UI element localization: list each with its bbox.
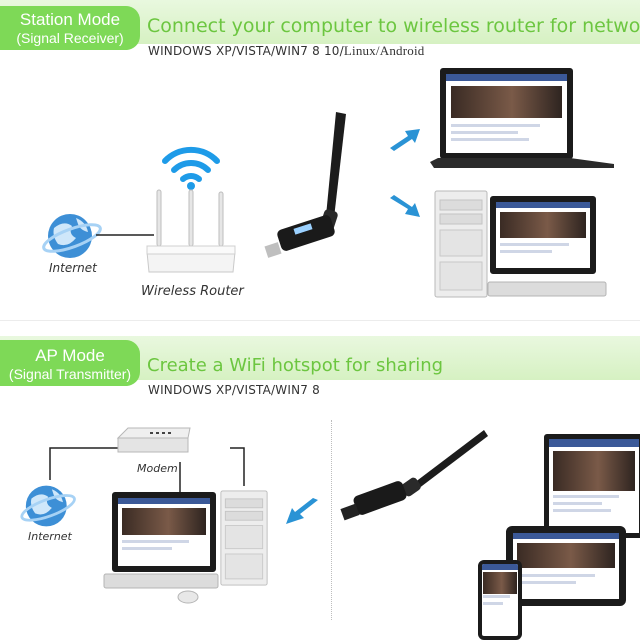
globe-icon (42, 214, 102, 258)
ap-internet-label: Internet (28, 530, 72, 543)
ap-link-lines (49, 447, 245, 492)
keyboard-icon (103, 573, 219, 589)
laptop-base (430, 158, 614, 168)
station-router-label: Wireless Router (141, 284, 244, 299)
usb-adapter-icon (340, 430, 488, 521)
station-headline: Connect your computer to wireless router… (147, 15, 640, 37)
mouse-icon (177, 590, 199, 604)
station-os-list: WINDOWS XP/VISTA/WIN7 8 10/Linux/Android (148, 43, 424, 59)
ap-divider (331, 420, 332, 620)
globe-icon (20, 485, 76, 527)
router-icon (146, 189, 236, 273)
station-mode-subtitle: (Signal Receiver) (16, 30, 124, 46)
desktop-icon (434, 190, 488, 298)
monitor-icon (112, 492, 216, 572)
ap-mode-tab: AP Mode (Signal Transmitter) (0, 340, 140, 386)
laptop-icon (440, 68, 573, 159)
ap-modem-label: Modem (137, 462, 178, 475)
tablet-icon (506, 526, 626, 606)
modem-icon (116, 427, 191, 453)
wifi-icon (162, 146, 220, 190)
arrow-icon (390, 129, 420, 151)
ap-os-list: WINDOWS XP/VISTA/WIN7 8 (148, 383, 320, 397)
ap-mode-title: AP Mode (35, 346, 105, 365)
monitor-icon (490, 196, 596, 274)
monitor-icon (544, 434, 640, 538)
section-divider (0, 320, 640, 321)
station-link-line (96, 234, 154, 236)
ap-headline: Create a WiFi hotspot for sharing (147, 355, 444, 376)
desktop-icon (220, 490, 268, 586)
arrow-icon (286, 498, 318, 524)
station-mode-title: Station Mode (19, 10, 121, 29)
station-os-extra: Linux/Android (343, 43, 425, 58)
usb-adapter-icon (264, 112, 346, 258)
arrow-icon (390, 195, 420, 217)
phone-icon (478, 560, 522, 640)
ap-mode-subtitle: (Signal Transmitter) (8, 366, 132, 382)
station-os-main: WINDOWS XP/VISTA/WIN7 8 10/ (148, 44, 344, 58)
station-internet-label: Internet (49, 261, 97, 275)
station-mode-tab: Station Mode (Signal Receiver) (0, 6, 140, 50)
keyboard-icon (487, 281, 607, 297)
